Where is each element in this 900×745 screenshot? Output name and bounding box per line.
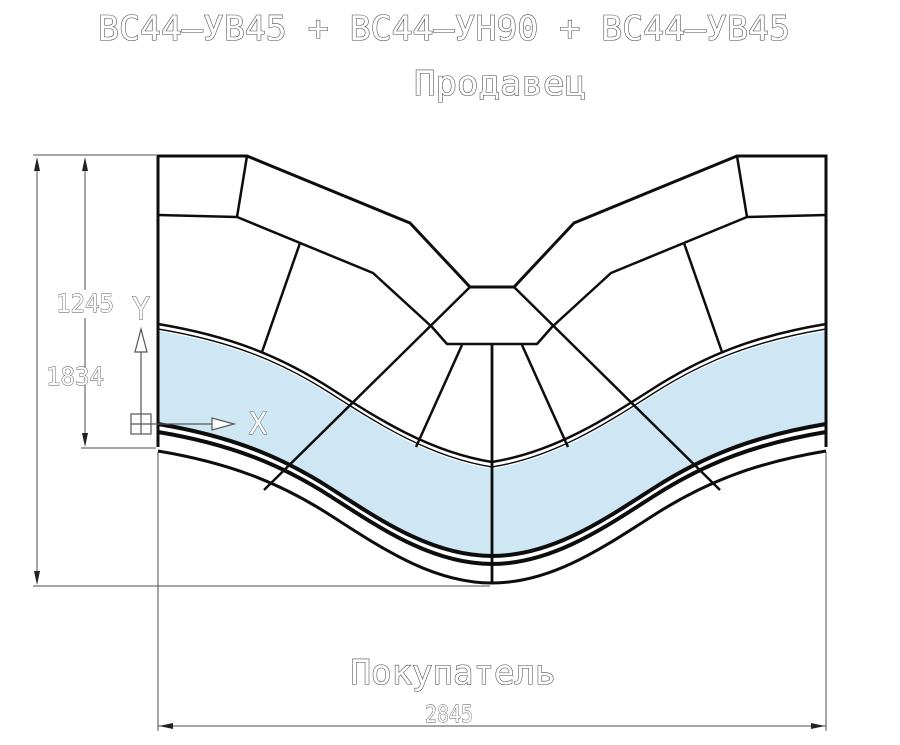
glass-rail-outer bbox=[157, 322, 827, 464]
dimension-layer bbox=[33, 154, 827, 731]
dim-arrow-1245-top bbox=[82, 157, 88, 171]
dim-value-2845: 2845 bbox=[425, 702, 473, 728]
y-axis-label: Y bbox=[132, 292, 150, 327]
dim-arrow-1834-bottom bbox=[34, 571, 40, 585]
dim-arrow-1834-top bbox=[34, 157, 40, 171]
buyer-label: Покупатель bbox=[351, 653, 556, 693]
x-axis-label: X bbox=[249, 407, 267, 442]
fan-divider-left bbox=[414, 344, 464, 448]
front-bumper-upper bbox=[157, 422, 827, 558]
cap-joint-left bbox=[235, 155, 249, 218]
module-joint-left bbox=[263, 286, 471, 491]
y-axis-arrow-icon bbox=[134, 326, 148, 353]
front-base-curve bbox=[157, 449, 827, 585]
glass-rail-inner bbox=[157, 328, 827, 468]
counter-linework bbox=[156, 154, 828, 585]
dim-arrow-2845-left bbox=[159, 723, 173, 729]
dim-value-1834: 1834 bbox=[46, 362, 104, 391]
module-joint-right bbox=[513, 286, 721, 491]
front-bumper-lower bbox=[157, 430, 827, 566]
right-panel-divider bbox=[682, 242, 724, 353]
dim-value-1245: 1245 bbox=[56, 289, 114, 318]
cap-joint-right bbox=[735, 155, 749, 218]
x-axis-arrow-icon bbox=[211, 417, 237, 431]
fan-divider-right bbox=[520, 344, 570, 448]
dim-arrow-2845-right bbox=[811, 723, 825, 729]
drawing-title: ВС44–УВ45 + ВС44–УН90 + ВС44–УВ45 bbox=[98, 9, 790, 49]
axis-layer bbox=[130, 326, 237, 435]
seller-label: Продавец bbox=[414, 64, 586, 104]
counter-outline-top bbox=[158, 154, 826, 289]
dim-arrow-1245-bottom bbox=[82, 433, 88, 447]
left-panel-divider bbox=[260, 242, 302, 353]
worktop-back-line bbox=[157, 213, 827, 346]
